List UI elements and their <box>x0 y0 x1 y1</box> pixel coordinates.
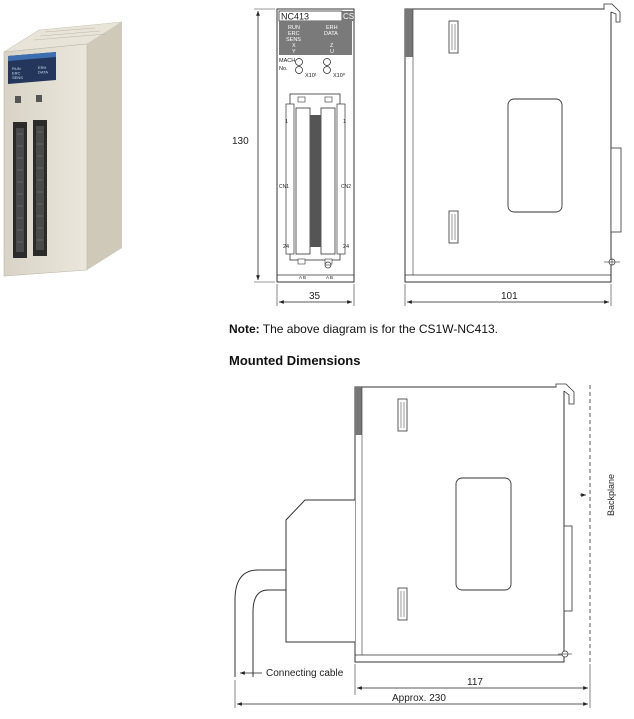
depth-dimension: 101 <box>501 291 518 302</box>
led-sens: SENS <box>286 37 301 43</box>
note-text: The above diagram is for the CS1W-NC413. <box>259 322 499 336</box>
cn1-label: CN1 <box>279 184 289 190</box>
pin-1-right: 1 <box>343 119 346 125</box>
cn2-label: CN2 <box>341 184 351 190</box>
diagram-note: Note: The above diagram is for the CS1W-… <box>229 322 498 336</box>
no-label: No. <box>279 66 288 72</box>
cable-label: Connecting cable <box>266 668 344 679</box>
dim-117: 117 <box>467 677 483 688</box>
led-erc: ERC <box>288 31 300 37</box>
led-run: RUN <box>288 25 300 31</box>
x10-0-label: X10⁰ <box>333 72 346 79</box>
led-u: U <box>330 49 334 55</box>
dim-total: Approx. 230 <box>392 693 446 704</box>
front-view: NC413 CS RUN ERC SENS X Y ERH DATA Z U M… <box>232 8 355 306</box>
front-model-label: NC413 <box>281 12 309 22</box>
led-x: X <box>292 43 296 49</box>
led-z: Z <box>330 43 334 49</box>
pin-24-left: 24 <box>283 244 289 250</box>
led-y: Y <box>292 49 296 55</box>
backplane-label: Backplane <box>606 474 616 516</box>
pin-24-right: 24 <box>343 244 349 250</box>
pin-ab-right: A B <box>326 275 333 280</box>
height-dimension: 130 <box>232 136 249 147</box>
mounted-heading: Mounted Dimensions <box>229 353 361 368</box>
note-label: Note: <box>229 322 260 336</box>
led-data: DATA <box>324 31 338 37</box>
led-erh: ERH <box>326 25 338 31</box>
x10-1-label: X10¹ <box>305 73 317 79</box>
mounted-view: Backplane Connecting cable 117 Approx. 2… <box>234 383 616 708</box>
rotary-switch-icon <box>295 58 303 66</box>
front-series-label: CS <box>343 12 354 21</box>
pin-ab-left: A B <box>299 275 306 280</box>
width-dimension: 35 <box>309 291 321 302</box>
side-view: 101 <box>404 3 622 306</box>
mach-label: MACH <box>279 58 295 64</box>
pin-1-left: 1 <box>285 119 288 125</box>
